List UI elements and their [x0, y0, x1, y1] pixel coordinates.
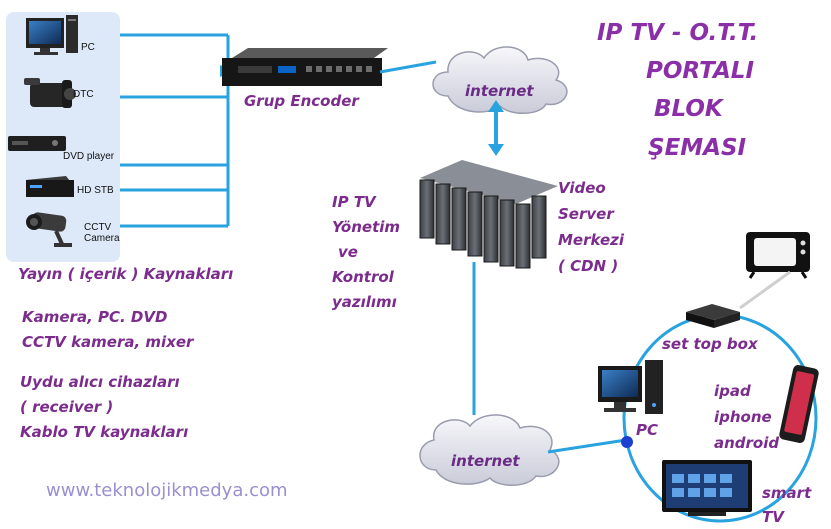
source-links: [120, 33, 230, 228]
up-arrowhead: [488, 100, 504, 112]
smarttv-line: smart: [762, 484, 812, 502]
title-line-1: IP TV - O.T.T.: [597, 20, 759, 46]
website-text[interactable]: www.teknolojikmedya.com: [46, 480, 288, 501]
title-line-3: BLOK: [654, 96, 723, 122]
cloud-bottom-label: internet: [451, 452, 520, 470]
stb-label: set top box: [662, 335, 758, 353]
mobile-line: ipad: [714, 382, 751, 400]
sources-list-1-item: Kamera, PC. DVD: [22, 308, 168, 326]
sources-list-1: Kamera, PC. DVD CCTV kamera, mixer: [22, 305, 193, 355]
management-line: ve: [338, 243, 358, 261]
device-label-stb: HD STB: [77, 185, 114, 196]
server-line: Video: [558, 179, 606, 197]
device-label-dtc: DTC: [73, 89, 94, 100]
tv-stb-cable: [739, 270, 791, 310]
encoder-cloud-link: [379, 60, 437, 74]
camcorder-icon: [24, 78, 76, 108]
dvd-player-icon: [8, 136, 66, 151]
smarttv-line: TV: [762, 508, 784, 526]
management-label: IP TV Yönetim ve Kontrol yazılımı: [332, 190, 400, 315]
smartphone-icon: [779, 365, 819, 443]
server-farm-icon: [419, 160, 558, 269]
title-line-2: PORTALI: [646, 58, 755, 84]
management-line: Yönetim: [332, 218, 401, 236]
mobile-line: android: [714, 434, 780, 452]
device-label-cctv: CCTV Camera: [84, 222, 120, 244]
set-top-box-icon: [686, 304, 740, 328]
sources-list-2-item: Uydu alıcı cihazları: [20, 373, 180, 391]
encoder-label: Grup Encoder: [244, 92, 359, 110]
sources-list-2-item: Kablo TV kaynakları: [20, 423, 189, 441]
sources-list-2-item: ( receiver ): [20, 398, 114, 416]
management-line: yazılımı: [332, 293, 397, 311]
management-line: IP TV: [332, 193, 376, 211]
server-label: Video Server Merkezi ( CDN ): [558, 175, 624, 279]
sources-list-1-item: CCTV kamera, mixer: [22, 333, 194, 351]
client-pc-label: PC: [636, 421, 659, 439]
sources-heading: Yayın ( içerik ) Kaynakları: [18, 265, 234, 283]
management-line: Kontrol: [332, 268, 394, 286]
mobile-line: iphone: [714, 408, 772, 426]
encoder-device: [222, 48, 388, 86]
client-pc-icon: [598, 360, 663, 414]
server-line: Server: [558, 205, 614, 223]
stb-icon: [26, 176, 74, 197]
sources-list-2: Uydu alıcı cihazları ( receiver ) Kablo …: [20, 370, 188, 445]
server-line: Merkezi: [558, 231, 624, 249]
smart-tv-icon: [662, 460, 752, 516]
smarttv-label: smart TV: [762, 481, 811, 529]
internet-cloud-bottom: [419, 414, 560, 486]
ring-connector: [621, 436, 633, 448]
retro-tv-icon: [746, 232, 810, 279]
down-arrowhead: [488, 144, 504, 156]
server-line: ( CDN ): [558, 257, 619, 275]
title-line-4: ŞEMASI: [648, 135, 747, 161]
device-label-dvd: DVD player: [63, 151, 115, 162]
pc-icon: [26, 15, 78, 55]
cloud-client-link: [547, 438, 627, 454]
cctv-camera-icon: [26, 212, 72, 247]
device-label-pc: PC: [81, 42, 95, 53]
internet-cloud-top: [432, 46, 568, 114]
mobile-label: ipad iphone android: [714, 378, 779, 456]
cloud-top-label: internet: [465, 82, 534, 100]
